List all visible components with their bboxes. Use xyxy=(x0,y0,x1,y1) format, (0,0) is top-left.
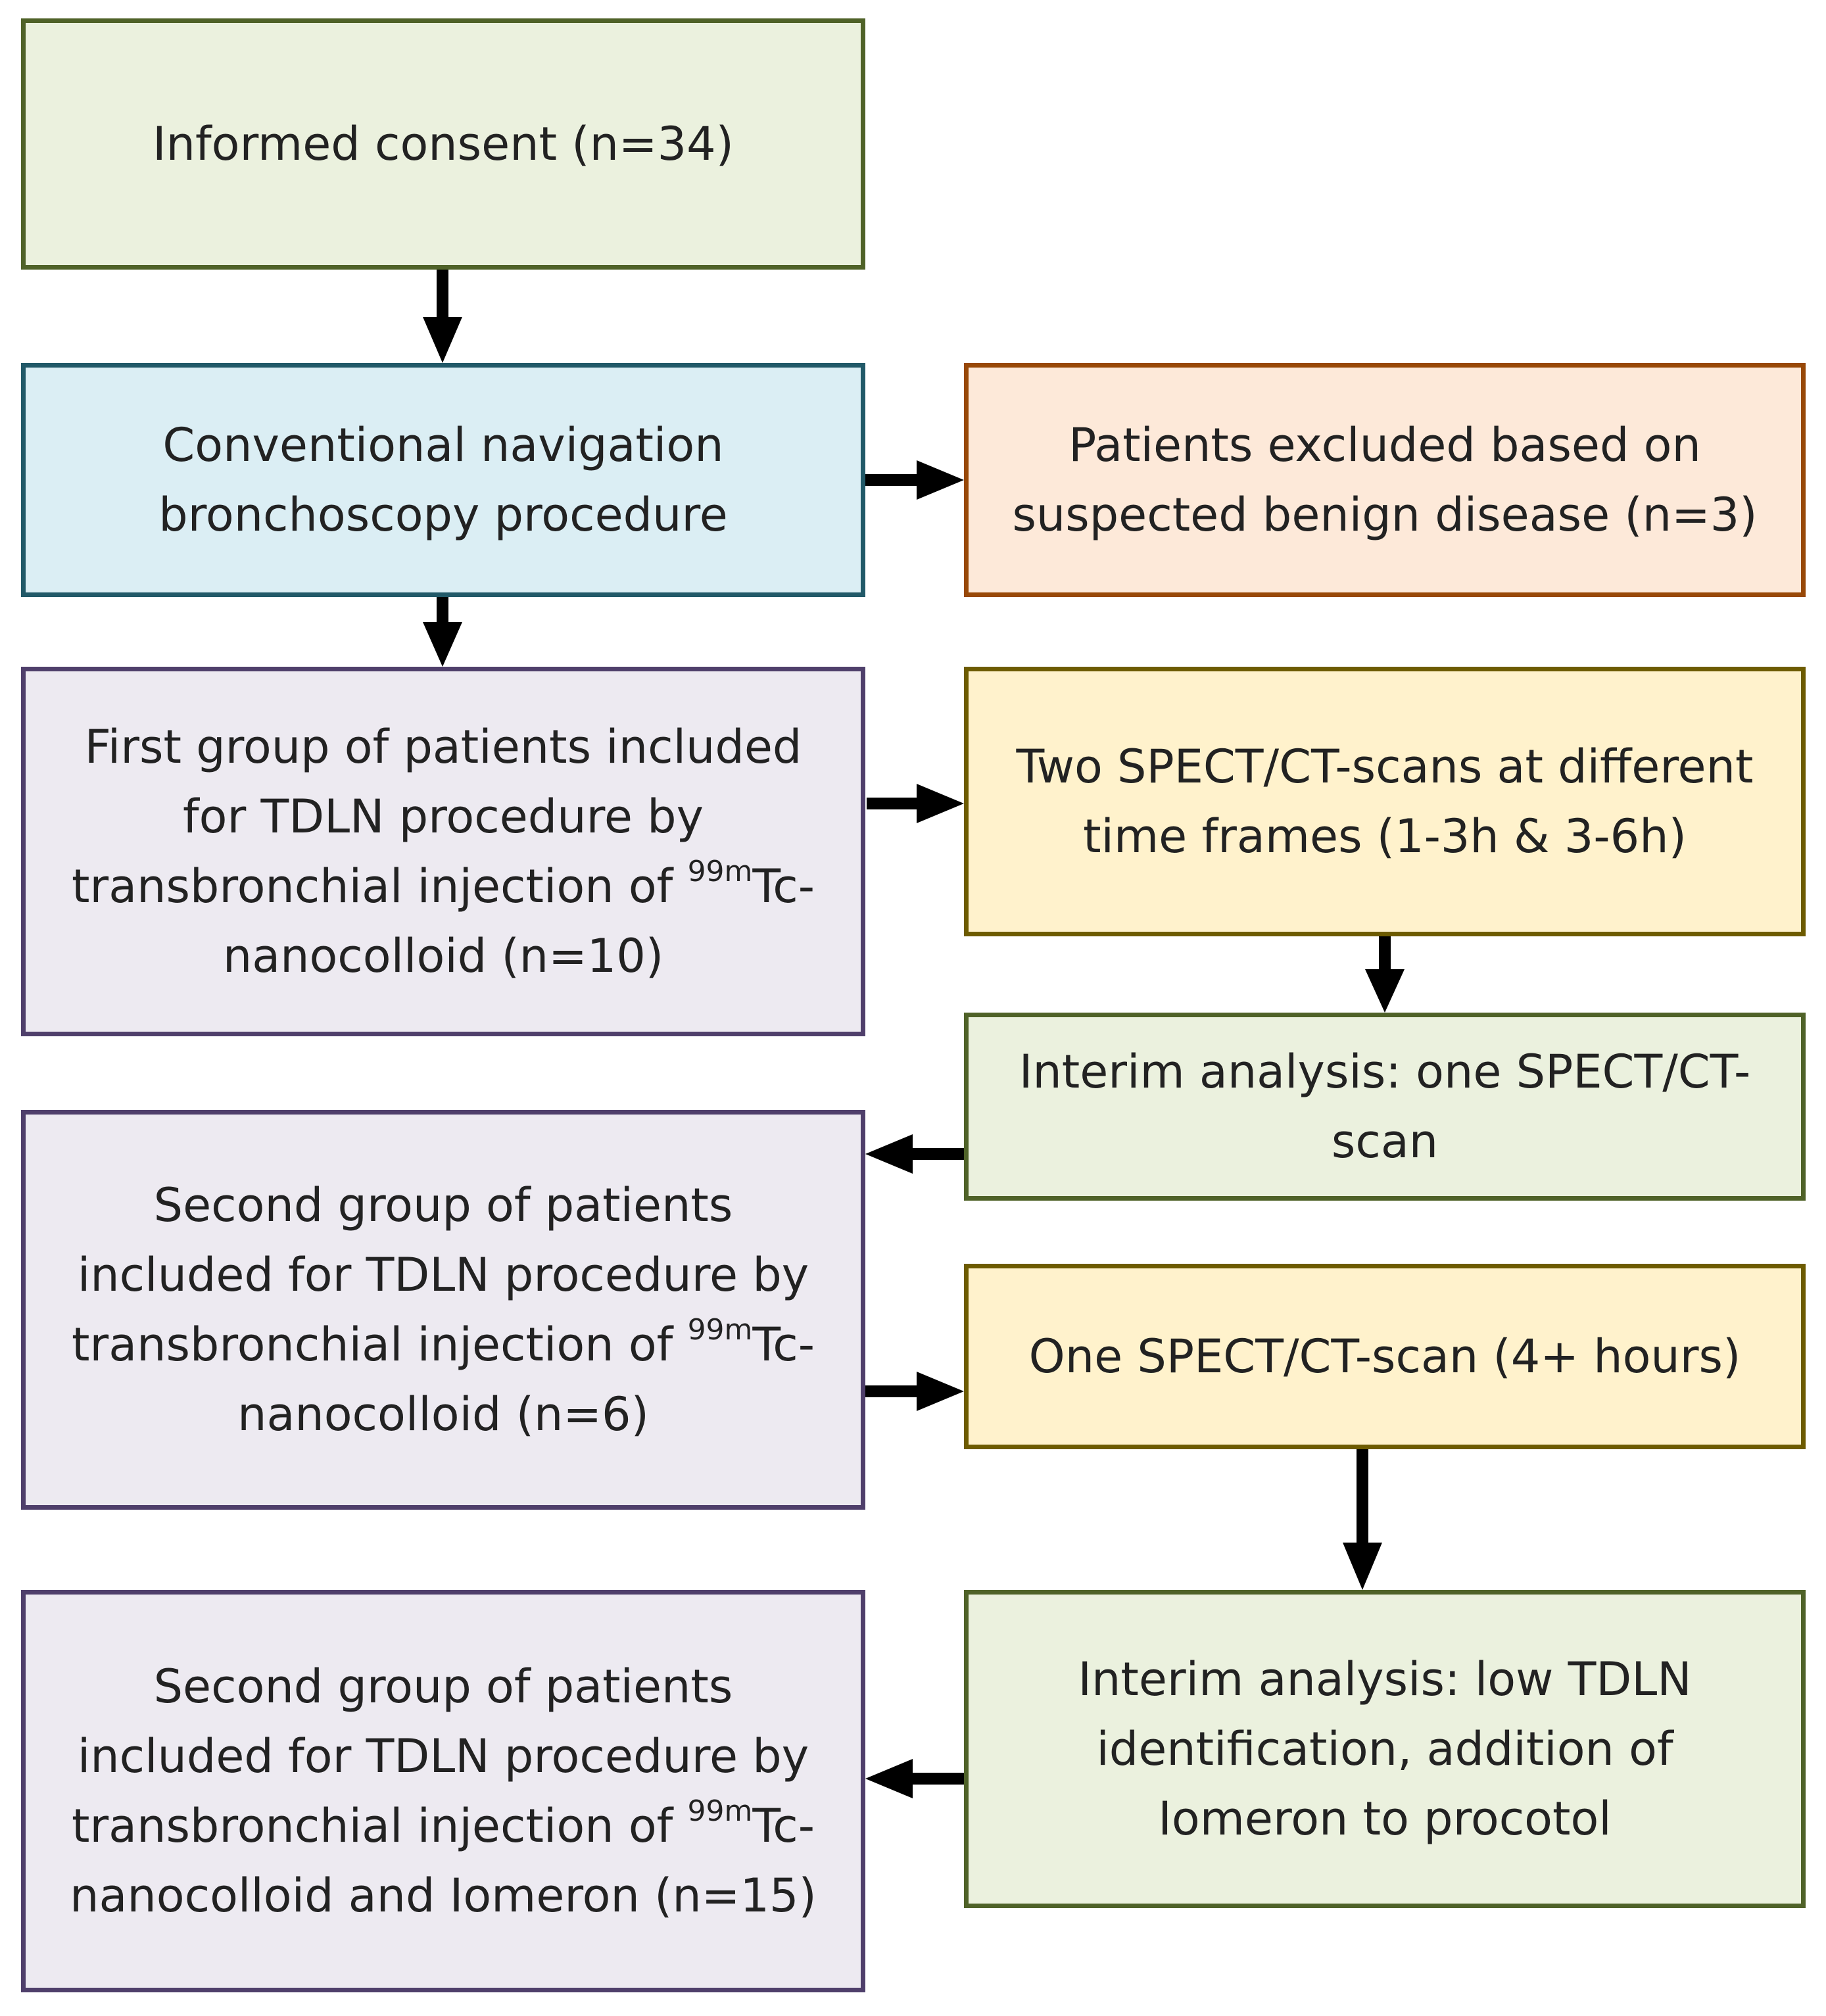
navigation-bronchoscopy-text: Conventional navigation bronchoscopy pro… xyxy=(158,418,728,542)
first-group-box: First group of patients included for TDLN… xyxy=(21,667,865,1036)
one-scan-text: One SPECT/CT-scan (4+ hours) xyxy=(1028,1330,1741,1383)
isotope-superscript: 99m xyxy=(687,1794,753,1828)
arrow-one-scan-to-interim2 xyxy=(1343,1444,1382,1590)
first-group-text: First group of patients included for TDLN… xyxy=(72,712,815,991)
informed-consent-box: Informed consent (n=34) xyxy=(21,18,865,270)
third-group-line2: included for TDLN procedure by xyxy=(77,1729,809,1783)
second-group-line1: Second group of patients xyxy=(153,1178,733,1232)
interim-analysis-1-text: Interim analysis: one SPECT/CT- scan xyxy=(1019,1045,1751,1168)
arrow-navigation-to-group1 xyxy=(423,593,462,667)
isotope-superscript: 99m xyxy=(687,854,753,888)
first-group-line2: for TDLN procedure by xyxy=(182,790,704,844)
second-group-line2: included for TDLN procedure by xyxy=(77,1248,809,1302)
arrow-group2-to-one-scan xyxy=(856,1372,964,1411)
arrow-interim1-to-group2 xyxy=(865,1134,972,1174)
third-group-text: Second group of patients included for TDL… xyxy=(70,1652,817,1931)
isotope-element: Tc- xyxy=(752,859,815,913)
second-group-box: Second group of patients included for TDL… xyxy=(21,1110,865,1510)
third-group-line4: nanocolloid and Iomeron (n=15) xyxy=(70,1869,817,1923)
navigation-bronchoscopy-box: Conventional navigation bronchoscopy pro… xyxy=(21,363,865,597)
isotope-superscript: 99m xyxy=(687,1312,753,1347)
arrow-group1-to-two-scans xyxy=(867,784,964,823)
interim-analysis-2-text: Interim analysis: low TDLN identificatio… xyxy=(1078,1652,1692,1846)
second-group-line4: nanocolloid (n=6) xyxy=(237,1387,649,1441)
one-scan-box: One SPECT/CT-scan (4+ hours) xyxy=(964,1264,1806,1449)
third-group-line3: transbronchial injection of xyxy=(71,1799,688,1853)
excluded-patients-box: Patients excluded based on suspected ben… xyxy=(964,363,1806,597)
excluded-patients-text: Patients excluded based on suspected ben… xyxy=(1012,418,1758,542)
isotope-element: Tc- xyxy=(752,1799,815,1853)
first-group-line4: nanocolloid (n=10) xyxy=(222,929,664,983)
third-group-box: Second group of patients included for TDL… xyxy=(21,1590,865,1992)
interim-analysis-2-box: Interim analysis: low TDLN identificatio… xyxy=(964,1590,1806,1908)
second-group-line3: transbronchial injection of xyxy=(71,1318,688,1372)
arrow-navigation-to-excluded xyxy=(856,460,964,500)
arrow-two-scans-to-interim1 xyxy=(1365,932,1405,1013)
isotope-element: Tc- xyxy=(752,1318,815,1372)
third-group-line1: Second group of patients xyxy=(153,1660,733,1714)
two-scans-box: Two SPECT/CT-scans at different time fra… xyxy=(964,667,1806,936)
first-group-line1: First group of patients included xyxy=(84,720,802,774)
arrow-interim2-to-group3 xyxy=(865,1759,972,1798)
arrow-consent-to-navigation xyxy=(423,263,462,363)
first-group-line3: transbronchial injection of xyxy=(71,859,688,913)
two-scans-text: Two SPECT/CT-scans at different time fra… xyxy=(1016,740,1754,863)
second-group-text: Second group of patients included for TDL… xyxy=(72,1170,815,1449)
informed-consent-text: Informed consent (n=34) xyxy=(153,117,734,171)
interim-analysis-1-box: Interim analysis: one SPECT/CT- scan xyxy=(964,1013,1806,1201)
